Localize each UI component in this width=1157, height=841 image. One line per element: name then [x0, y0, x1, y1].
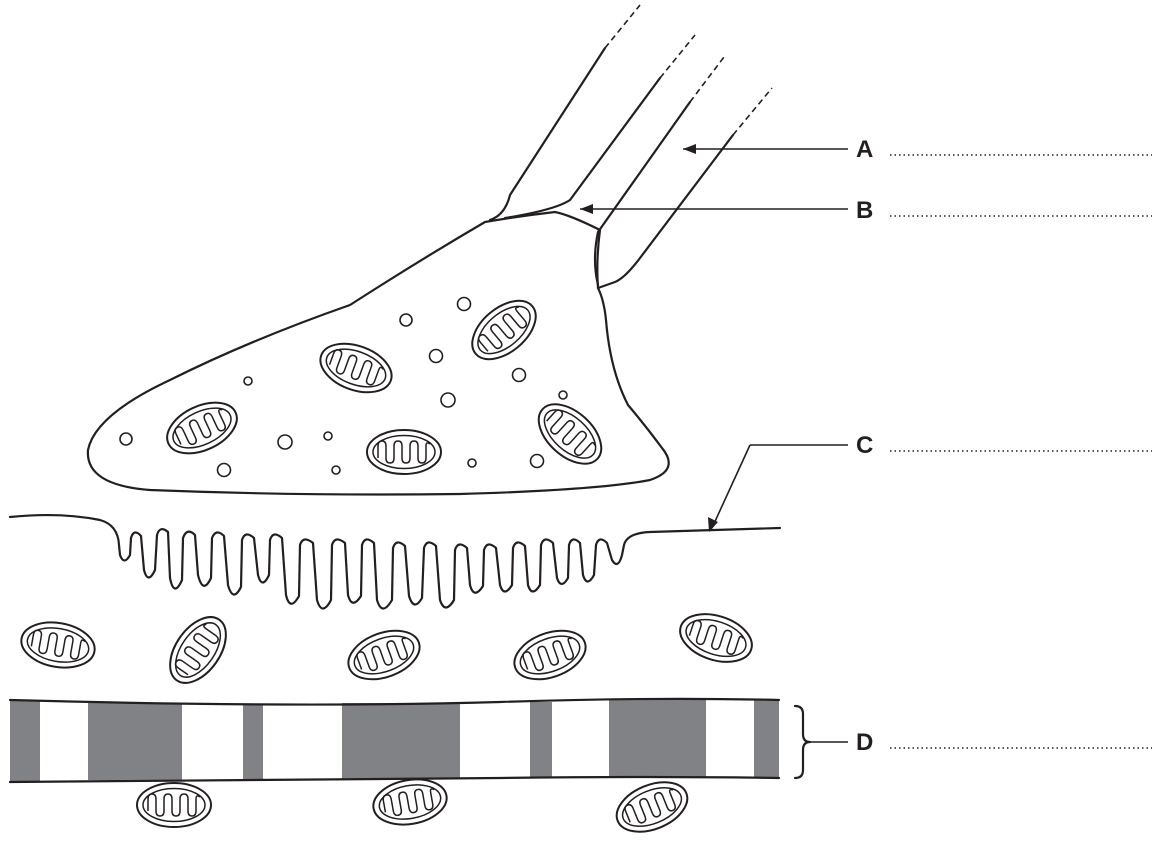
band-brace [795, 706, 810, 778]
label-d: D [856, 729, 873, 756]
knob-mitochondria [159, 289, 612, 475]
label-c: C [856, 432, 873, 459]
label-b: B [856, 197, 873, 224]
label-a: A [856, 136, 873, 163]
postsynaptic-membrane [10, 515, 780, 608]
myofibril [10, 699, 779, 782]
answer-lines [890, 155, 1152, 748]
axon [490, 5, 772, 288]
